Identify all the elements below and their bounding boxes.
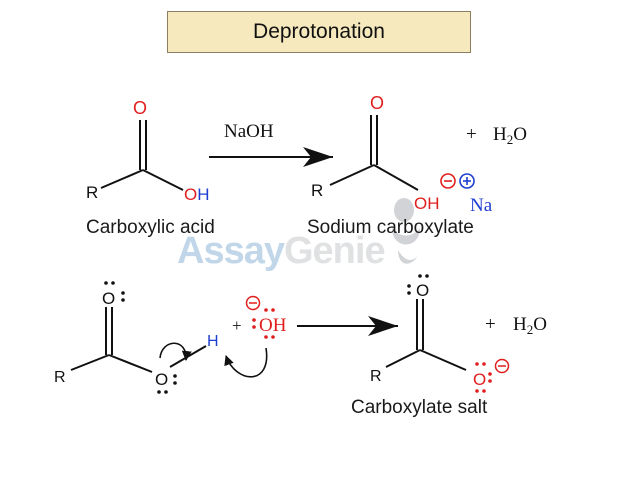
salt-carbonyl-oxygen: O xyxy=(370,93,384,113)
r-c-bond xyxy=(385,349,421,368)
mech-hydrogen: H xyxy=(207,333,219,350)
mech-carbonyl-oxygen: O xyxy=(102,289,115,308)
reagent-naoh: NaOH xyxy=(224,121,274,142)
salt2-carbonyl-oxygen: O xyxy=(416,281,429,300)
lone-pair-dots xyxy=(252,308,275,339)
mech-r-group: R xyxy=(54,369,66,386)
hydroxide-plus: + xyxy=(232,316,242,335)
acid-hydroxyl: OH xyxy=(184,185,210,204)
salt2-oxygen: O xyxy=(473,370,486,389)
lone-pair-dots xyxy=(475,362,492,393)
electron-arrow-oh-bond xyxy=(159,342,192,361)
title-box: Deprotonation xyxy=(167,11,471,53)
water-formula-2: H2O xyxy=(513,314,547,337)
watermark-part2: Genie xyxy=(283,230,386,272)
salt-r-group: R xyxy=(311,181,323,200)
minus-charge-icon xyxy=(440,173,456,189)
sodium-counter-ion: Na xyxy=(470,195,493,216)
water-o: O xyxy=(533,314,547,335)
mech-hydroxyl-oxygen: O xyxy=(155,370,168,389)
r-c-bond xyxy=(70,354,110,371)
acid-carbonyl-oxygen: O xyxy=(133,98,147,118)
salt-oxygen-h: H xyxy=(427,194,439,213)
page-title: Deprotonation xyxy=(253,20,385,43)
byproduct-plus-1: + xyxy=(466,124,477,145)
c-oh-bond xyxy=(142,169,184,191)
carboxylate-salt-label: Carboxylate salt xyxy=(351,397,488,418)
carboxylic-acid-label: Carboxylic acid xyxy=(86,217,215,238)
acid-hydroxyl-o: O xyxy=(184,185,197,204)
sodium-carboxylate-label: Sodium carboxylate xyxy=(307,217,474,238)
c-o-bond xyxy=(419,349,467,371)
lone-pair-dots xyxy=(157,374,177,394)
hydroxide-ion: OH xyxy=(259,315,287,336)
r-c-bond xyxy=(329,164,375,186)
lone-pair-dots xyxy=(104,281,125,302)
minus-charge-icon xyxy=(494,358,510,374)
water-formula-1: H2O xyxy=(493,124,527,147)
r-c-bond xyxy=(100,169,144,189)
sodium-carboxylate-structure xyxy=(329,115,419,191)
carboxylic-acid-structure xyxy=(100,120,184,191)
watermark: AssayGenie xyxy=(177,230,386,273)
lone-pair-dots xyxy=(407,274,429,295)
carboxylate-salt-structure xyxy=(385,299,467,371)
water-o: O xyxy=(513,124,527,145)
minus-charge-icon xyxy=(245,295,261,311)
water-subscript: 2 xyxy=(507,132,514,147)
electron-arrow-hydroxide xyxy=(224,347,268,378)
acid-hydroxyl-h: H xyxy=(197,185,209,204)
salt2-r-group: R xyxy=(370,368,382,385)
byproduct-plus-2: + xyxy=(485,314,496,335)
acid-r-group: R xyxy=(86,183,98,202)
acid-mechanism-structure xyxy=(70,307,207,373)
water-h: H xyxy=(493,124,507,145)
c-o-bond xyxy=(373,164,419,191)
salt-oxygen-o: O xyxy=(414,194,427,213)
water-h: H xyxy=(513,314,527,335)
genie-lamp-icon xyxy=(392,198,420,264)
o-h-bond xyxy=(169,345,207,368)
salt-oxygen: OH xyxy=(414,194,440,213)
plus-charge-icon xyxy=(459,173,475,189)
watermark-part1: Assay xyxy=(177,230,285,272)
water-subscript: 2 xyxy=(527,322,534,337)
c-o-bond xyxy=(108,354,153,373)
